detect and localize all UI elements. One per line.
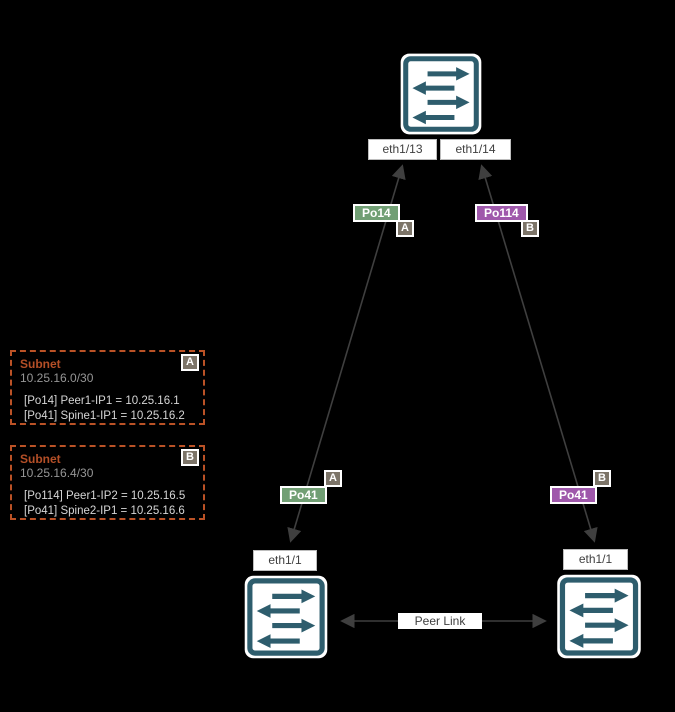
peer-link-label: Peer Link: [398, 613, 482, 629]
link-spine-peer2-line: [478, 164, 598, 543]
switch-icon: [244, 575, 328, 659]
subnet-b-line-1: [Po114] Peer1-IP2 = 10.25.16.5: [24, 490, 186, 502]
spine-switch-icon: [398, 52, 484, 136]
subnet-b-line-2: [Po41] Spine2-IP1 = 10.25.16.6: [24, 505, 185, 517]
switch-icon: [400, 53, 482, 135]
subnet-b-badge: B: [181, 449, 199, 466]
subnet-b-title: Subnet: [20, 452, 61, 466]
subnet-b-box: B Subnet 10.25.16.4/30 [Po114] Peer1-IP2…: [10, 445, 205, 520]
peer1-port-eth1-1: eth1/1: [253, 550, 317, 571]
peer2-switch-icon: [555, 573, 643, 660]
subnet-a-badge-po14: A: [396, 220, 414, 237]
subnet-a-line-1: [Po14] Peer1-IP1 = 10.25.16.1: [24, 395, 180, 407]
subnet-a-badge: A: [181, 354, 199, 371]
subnet-a-cidr: 10.25.16.0/30: [20, 371, 94, 385]
subnet-b-cidr: 10.25.16.4/30: [20, 466, 94, 480]
spine-port-eth1-13: eth1/13: [368, 139, 437, 160]
peer1-switch-icon: [242, 574, 330, 660]
link-spine-peer1-line: [287, 164, 406, 543]
po41-right-label: Po41: [550, 486, 597, 504]
peer2-port-eth1-1: eth1/1: [563, 549, 628, 570]
subnet-a-line-2: [Po41] Spine1-IP1 = 10.25.16.2: [24, 410, 185, 422]
subnet-b-badge-po41: B: [593, 470, 611, 487]
spine-port-eth1-14: eth1/14: [440, 139, 511, 160]
subnet-a-title: Subnet: [20, 357, 61, 371]
subnet-a-badge-po41: A: [324, 470, 342, 487]
subnet-b-badge-po114: B: [521, 220, 539, 237]
po114-label: Po114: [475, 204, 528, 222]
po14-label: Po14: [353, 204, 400, 222]
switch-icon: [557, 574, 641, 659]
subnet-a-box: A Subnet 10.25.16.0/30 [Po14] Peer1-IP1 …: [10, 350, 205, 425]
po41-left-label: Po41: [280, 486, 327, 504]
